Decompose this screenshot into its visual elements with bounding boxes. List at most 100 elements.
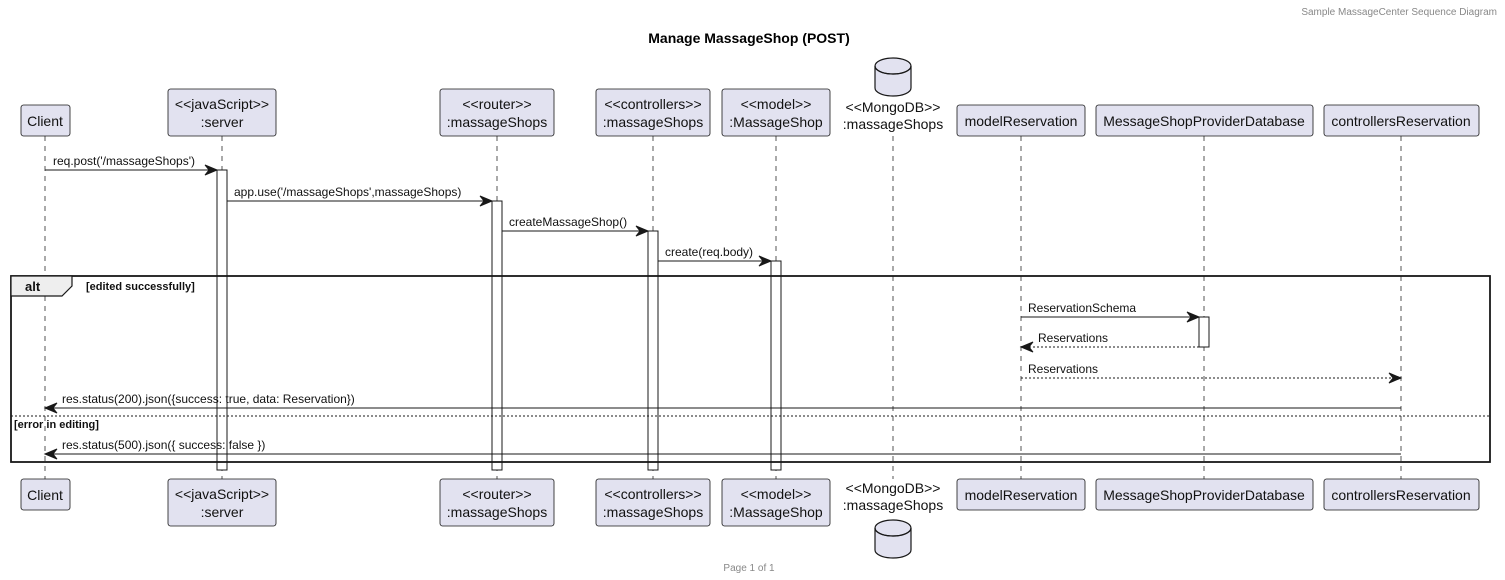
activation-bar-model: [770, 260, 782, 471]
participant-label: <<model>>: [741, 486, 812, 502]
participant-modelReservation-bottom: modelReservation: [956, 478, 1086, 511]
arrowhead-icon: [43, 448, 58, 460]
arrowhead-icon: [43, 402, 58, 414]
participant-label: :massageShops: [603, 114, 703, 130]
participant-box: [595, 88, 711, 137]
message-label: res.status(500).json({ success: false }): [62, 438, 265, 452]
fragment-operator: alt: [25, 279, 41, 294]
participant-heads: ClientClient<<javaScript>>:server<<javaS…: [20, 57, 1480, 559]
participant-label: :MassageShop: [729, 504, 823, 520]
participant-label: controllersReservation: [1331, 487, 1470, 503]
fragment-operator-tab: [10, 275, 73, 297]
arrowhead-icon: [1186, 311, 1201, 323]
participant-label: :massageShops: [447, 114, 547, 130]
messages: req.post('/massageShops') app.use('/massa…: [43, 154, 1403, 460]
participant-box: [1095, 478, 1314, 511]
arrowhead-icon: [479, 195, 494, 207]
participant-label: <<router>>: [462, 96, 531, 112]
activation-bar-controllers: [647, 230, 659, 471]
message-label: res.status(200).json({success: true, dat…: [62, 392, 355, 406]
participant-mongodb-top: <<MongoDB>>:massageShops: [843, 57, 943, 132]
participant-router-top: <<router>> :massageShops: [439, 88, 555, 137]
participant-label: modelReservation: [965, 487, 1078, 503]
activation-bars: [216, 169, 1210, 471]
arrowhead-icon: [635, 225, 650, 237]
participant-label: <<model>>: [741, 96, 812, 112]
message-label: createMassageShop(): [509, 215, 627, 229]
participant-label: <<controllers>>: [604, 486, 701, 502]
participant-label: Client: [27, 113, 63, 129]
participant-label: MessageShopProviderDatabase: [1103, 113, 1305, 129]
participant-client-top: Client: [20, 104, 71, 137]
participant-controllers-bottom: <<controllers>> :massageShops: [595, 478, 711, 527]
message-6: Reservations: [1019, 331, 1199, 353]
message-label: app.use('/massageShops',massageShops): [234, 185, 461, 199]
participant-label: :massageShops: [843, 116, 943, 132]
message-8: res.status(200).json({success: true, dat…: [43, 392, 1401, 414]
participant-label: <<MongoDB>>: [846, 480, 941, 496]
participant-box: [1095, 104, 1314, 137]
diagram-header: Sample MassageCenter Sequence Diagram: [1301, 7, 1497, 18]
participant-server-top: <<javaScript>> :server: [167, 88, 277, 137]
participant-box: [439, 88, 555, 137]
participant-model-bottom: <<model>> :MassageShop: [721, 478, 831, 527]
participant-label: <<controllers>>: [604, 96, 701, 112]
message-3: createMassageShop(): [502, 215, 650, 237]
participant-model-top: <<model>> :MassageShop: [721, 88, 831, 137]
database-icon: [874, 57, 912, 97]
participant-modelReservation-top: modelReservation: [956, 104, 1086, 137]
participant-label: modelReservation: [965, 113, 1078, 129]
message-label: Reservations: [1028, 362, 1098, 376]
database-icon: [874, 519, 912, 559]
participant-controllersReservation-top: controllersReservation: [1323, 104, 1480, 137]
activation-bar-router: [491, 200, 503, 471]
participant-box: [1323, 478, 1480, 511]
arrowhead-icon: [1388, 372, 1403, 384]
activation-bar-server: [216, 169, 228, 471]
arrowhead-icon: [204, 164, 219, 176]
participant-providerDb-top: MessageShopProviderDatabase: [1095, 104, 1314, 137]
message-9: res.status(500).json({ success: false }): [43, 438, 1401, 460]
page-footer: Page 1 of 1: [723, 563, 775, 574]
participant-controllersReservation-bottom: controllersReservation: [1323, 478, 1480, 511]
participant-box: [167, 478, 277, 527]
message-label: ReservationSchema: [1028, 301, 1136, 315]
participant-box: [167, 88, 277, 137]
participant-mongodb-bottom: <<MongoDB>>:massageShops: [843, 480, 943, 559]
message-7: Reservations: [1021, 362, 1403, 384]
participant-label: <<javaScript>>: [175, 96, 269, 112]
participant-router-bottom: <<router>> :massageShops: [439, 478, 555, 527]
participant-box: [721, 88, 831, 137]
message-5: ReservationSchema: [1021, 301, 1201, 323]
participant-label: :massageShops: [843, 497, 943, 513]
participant-client-bottom: Client: [20, 478, 71, 511]
participant-label: :server: [201, 504, 244, 520]
message-label: create(req.body): [665, 245, 753, 259]
message-2: app.use('/massageShops',massageShops): [227, 185, 494, 207]
participant-controllers-top: <<controllers>> :massageShops: [595, 88, 711, 137]
fragment-guard: [edited successfully]: [86, 281, 195, 293]
fragment-frame: [10, 275, 1491, 463]
participant-label: :server: [201, 114, 244, 130]
participant-box: [956, 104, 1086, 137]
participant-label: <<javaScript>>: [175, 486, 269, 502]
arrowhead-icon: [758, 255, 773, 267]
participant-server-bottom: <<javaScript>> :server: [167, 478, 277, 527]
participant-box: [956, 478, 1086, 511]
participant-box: [20, 104, 71, 137]
arrowhead-icon: [1019, 341, 1034, 353]
message-1: req.post('/massageShops'): [45, 154, 219, 176]
participant-label: :massageShops: [447, 504, 547, 520]
activation-bar-providerDb: [1198, 316, 1210, 348]
message-label: Reservations: [1038, 331, 1108, 345]
fragment-guard: [error in editing]: [14, 419, 99, 431]
participant-label: <<MongoDB>>: [846, 99, 941, 115]
participant-box: [595, 478, 711, 527]
participant-box: [1323, 104, 1480, 137]
participant-box: [721, 478, 831, 527]
participant-label: :massageShops: [603, 504, 703, 520]
participant-label: <<router>>: [462, 486, 531, 502]
participant-label: :MassageShop: [729, 114, 823, 130]
participant-label: controllersReservation: [1331, 113, 1470, 129]
